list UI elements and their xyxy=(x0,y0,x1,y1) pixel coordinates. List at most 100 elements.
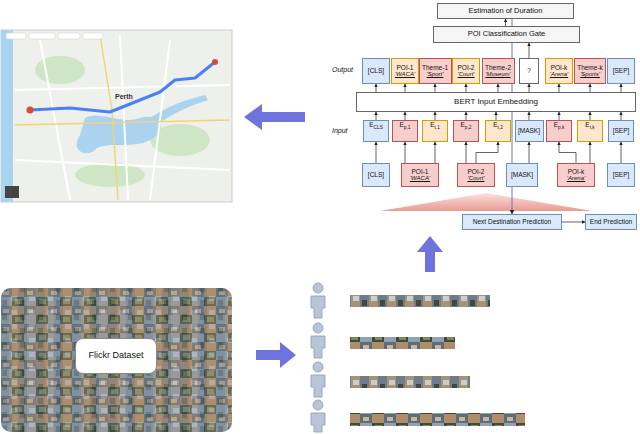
node-text: [CLS] xyxy=(368,67,384,74)
ocean xyxy=(1,30,13,202)
user-icons xyxy=(311,283,325,432)
embedding-box: Et,1 xyxy=(422,120,448,142)
photo-strip xyxy=(350,413,525,426)
input-token: [MASK] xyxy=(506,163,538,187)
node-text: POI-1 xyxy=(412,168,429,175)
node-text: [SEP] xyxy=(613,127,630,134)
embedding-box: ECLS xyxy=(363,120,389,142)
connector xyxy=(562,222,585,223)
embedding-box: Et,k xyxy=(577,120,603,142)
user-head xyxy=(313,362,323,372)
row-label: Output xyxy=(332,66,353,73)
route-line xyxy=(30,62,215,112)
node-subtext: 'Arena' xyxy=(550,71,568,78)
node-text: POI-2 xyxy=(468,168,485,175)
connector xyxy=(529,142,530,163)
connector xyxy=(405,84,406,92)
node-text: Estimation of Duration xyxy=(469,7,543,15)
input-token: POI-k'Arena' xyxy=(557,163,595,187)
node-text: [MASK] xyxy=(518,127,540,134)
photo-strip xyxy=(350,295,490,307)
map-toolbar xyxy=(6,33,103,39)
photo-collage xyxy=(1,288,232,432)
connector xyxy=(529,112,530,120)
embedding-box: Ep,k xyxy=(546,120,572,142)
node-text: POI Classification Gate xyxy=(468,30,546,38)
flow-arrows xyxy=(244,104,443,368)
connector xyxy=(621,112,622,120)
input-token: POI-2'Court' xyxy=(457,163,495,187)
user-body xyxy=(311,375,325,397)
photo-tiles xyxy=(1,288,232,432)
process-box: End Prediction xyxy=(585,214,637,230)
node-subtext: 'Museum' xyxy=(485,71,510,78)
connector xyxy=(376,142,377,163)
layer-thumb xyxy=(5,186,19,198)
park xyxy=(75,163,145,187)
node-text: E xyxy=(369,121,373,128)
connector xyxy=(498,84,499,92)
connector xyxy=(376,84,377,92)
node-text: POI-1 xyxy=(397,64,414,71)
node-text: E xyxy=(554,121,558,128)
output-box: Estimation of Duration xyxy=(437,3,574,19)
route-map xyxy=(1,30,232,202)
node-subtext: 'WACA' xyxy=(410,175,430,182)
node-text: Next Destination Prediction xyxy=(473,218,551,225)
block-arrow xyxy=(417,236,443,272)
node-text: ? xyxy=(527,67,531,74)
node-subtext: 'Arena' xyxy=(567,175,585,182)
connector xyxy=(466,142,467,163)
photo-strip xyxy=(350,376,470,388)
connector xyxy=(435,142,436,163)
connector xyxy=(435,112,436,120)
block-arrow xyxy=(244,104,305,130)
connector xyxy=(621,84,622,92)
highways xyxy=(15,35,230,200)
row-label: Input xyxy=(332,127,348,134)
roads xyxy=(15,35,230,200)
token-box: [CLS] xyxy=(362,58,390,84)
embedding-box: Ep,2 xyxy=(453,120,479,142)
token-box: POI-2'Court' xyxy=(452,58,480,84)
node-subtext: 'WACA' xyxy=(395,71,415,78)
embedding-box: Et,2 xyxy=(485,120,511,142)
token-box: Theme-2'Museum' xyxy=(482,58,515,84)
connector xyxy=(376,112,377,120)
node-subtext: 'Court' xyxy=(458,71,475,78)
river xyxy=(150,95,208,124)
node-text: [SEP] xyxy=(613,67,630,74)
input-token: [CLS] xyxy=(362,163,390,187)
node-text: E xyxy=(430,121,434,128)
gate-box: POI Classification Gate xyxy=(433,26,580,43)
connector xyxy=(529,84,530,92)
node-text: E xyxy=(460,121,464,128)
photo-tiles xyxy=(1,288,232,432)
user-head xyxy=(313,323,323,333)
node-text: [MASK] xyxy=(511,171,533,178)
user-body xyxy=(311,413,325,432)
connector xyxy=(590,84,591,92)
embedding-box: [SEP] xyxy=(608,120,634,142)
node-text: POI-2 xyxy=(458,64,475,71)
node-text: BERT Input Embedding xyxy=(454,98,538,107)
token-box: POI-k'Arena' xyxy=(545,58,573,84)
node-text: Theme-2 xyxy=(485,64,511,71)
connector xyxy=(435,84,436,92)
node-subtext: 'Court' xyxy=(468,175,485,182)
connector xyxy=(590,142,591,163)
node-subtext: 'Sport' xyxy=(427,71,444,78)
node-text: POI-k xyxy=(551,64,568,71)
node-text: E xyxy=(493,121,497,128)
node-text: Theme-1 xyxy=(422,64,448,71)
start-pin xyxy=(27,107,34,114)
token-box: Theme-1'Sport' xyxy=(419,58,452,84)
connector xyxy=(559,112,560,120)
token-box: Theme-k'Sports' xyxy=(574,58,606,84)
prediction-wedge xyxy=(380,193,592,211)
node-text: E xyxy=(585,121,589,128)
node-text: End Prediction xyxy=(590,218,632,225)
connector xyxy=(466,84,467,92)
masked-output: ? xyxy=(519,58,539,84)
connector xyxy=(529,43,530,58)
